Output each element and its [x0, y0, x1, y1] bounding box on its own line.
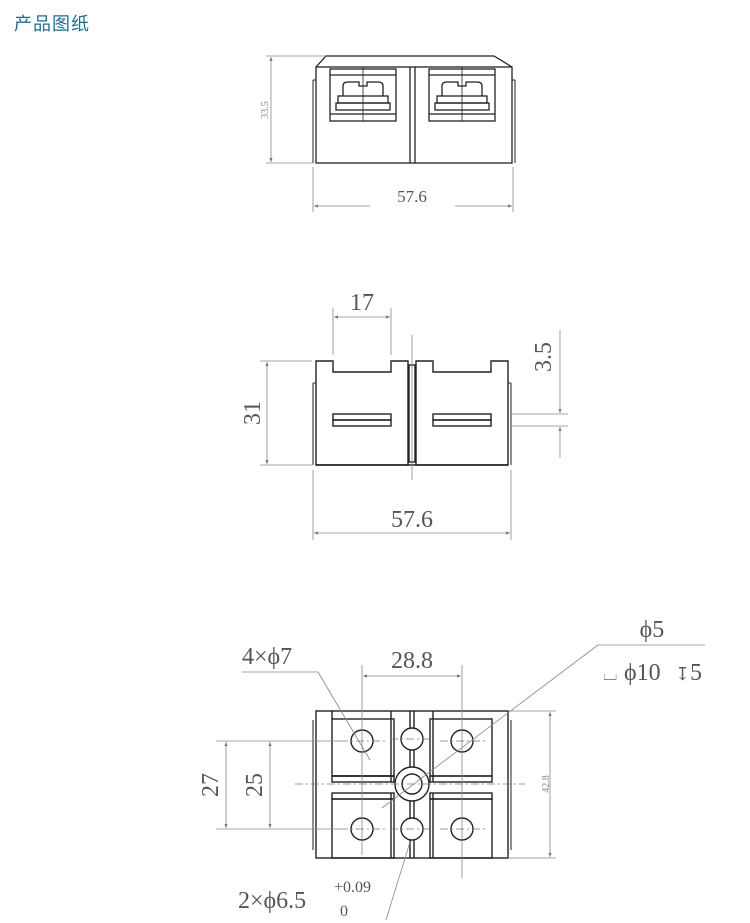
spacing-label: 28.8 [391, 648, 433, 674]
side-view-dimensions [260, 308, 568, 540]
center-hole-label: ϕ5 [640, 617, 665, 643]
page-title: 产品图纸 [14, 14, 90, 35]
side-slot-width-label: 17 [350, 290, 374, 316]
holes-label: 4×ϕ7 [242, 644, 292, 670]
top-view-centerlines [295, 738, 525, 830]
side-height-label: 31 [240, 401, 266, 425]
depth-symbol: ↧ [675, 664, 690, 684]
counterbore-label: ϕ10 [624, 660, 661, 686]
outer-span-label: 27 [198, 773, 224, 797]
front-width-label: 57.6 [397, 187, 427, 206]
side-width-label: 57.6 [391, 507, 433, 533]
counterbore-symbol: ⌴ [603, 664, 617, 684]
inner-span-label: 25 [242, 773, 268, 797]
pin-holes-label: 2×ϕ6.5 [238, 888, 306, 914]
tolerance-lower: 0 [340, 903, 348, 920]
top-height-label: 42.8 [541, 775, 552, 793]
front-height-label: 33.5 [260, 101, 271, 119]
front-view-dimensions [266, 55, 514, 212]
top-view-dimensions [216, 644, 705, 921]
side-depth-label: 3.5 [531, 342, 557, 372]
tolerance-upper: +0.09 [334, 879, 371, 896]
counterbore-depth: 5 [690, 660, 702, 686]
front-view [312, 55, 516, 164]
